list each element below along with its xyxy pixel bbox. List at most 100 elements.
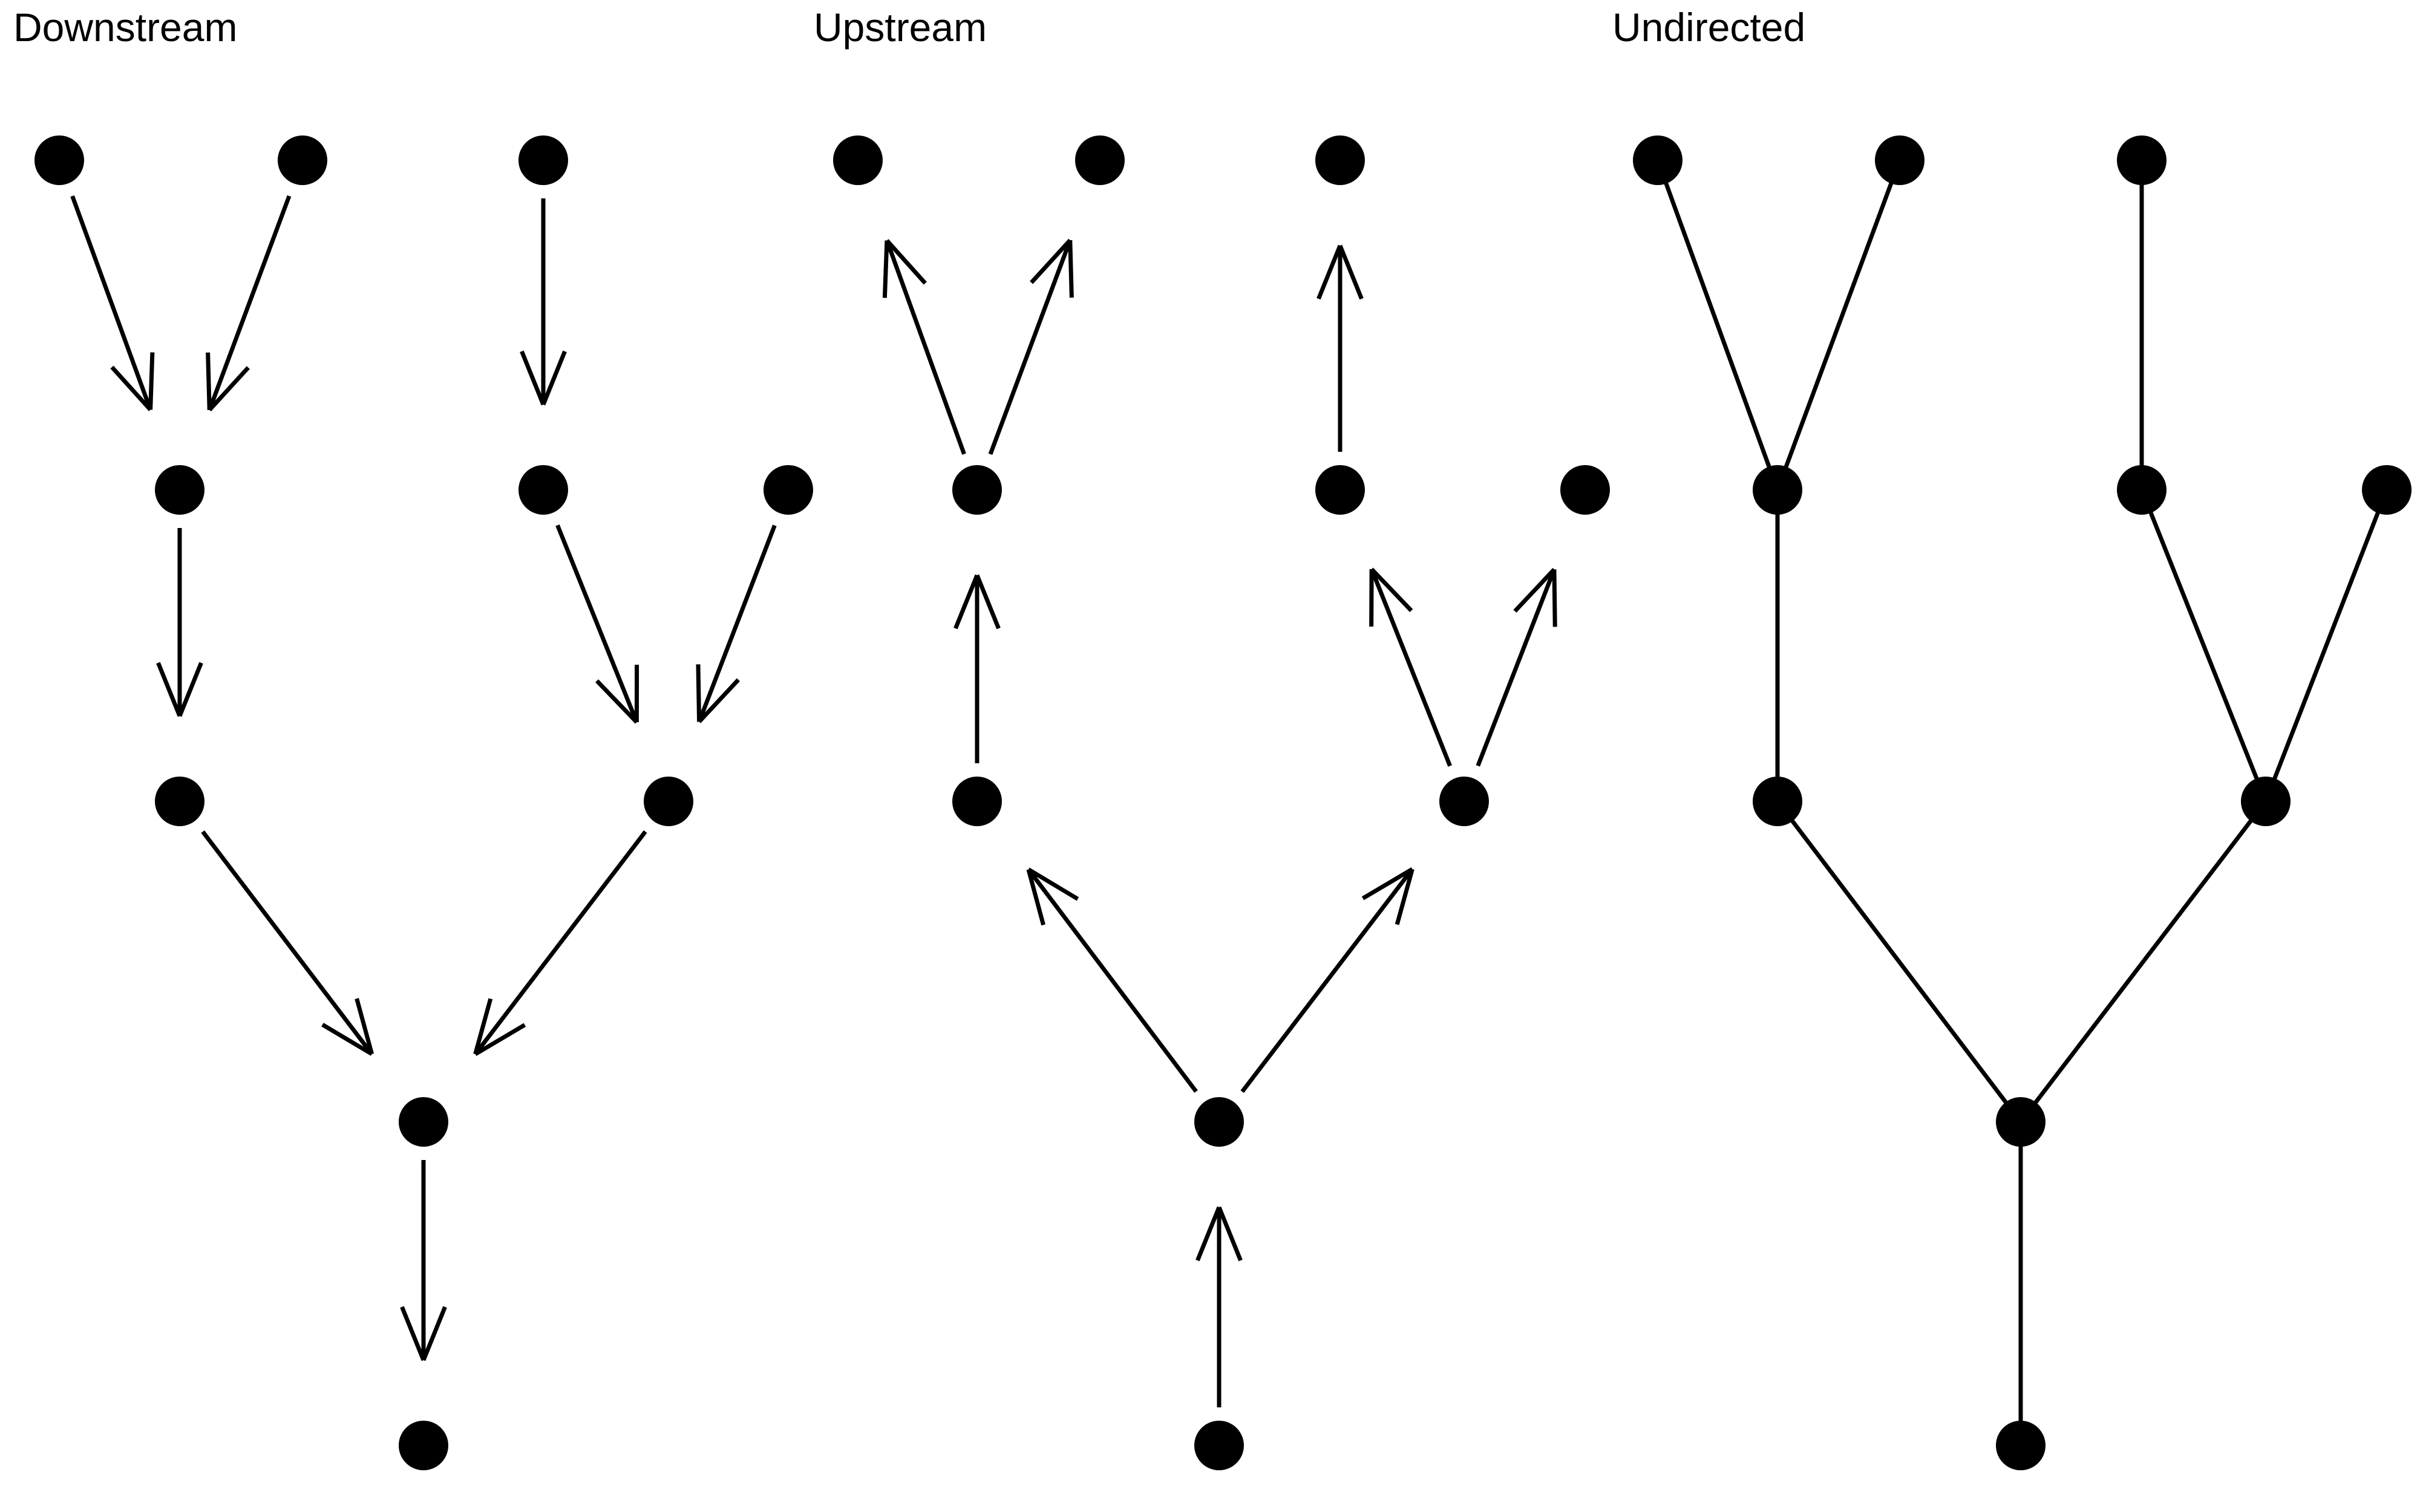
graph-node[interactable] [2117,135,2167,185]
arrow-head-barb-right [1513,568,1556,613]
arrow-head-barb-left [1370,567,1413,613]
graph-edge-arrow [882,239,966,455]
graph-edge-arrow [988,238,1074,455]
graph-edge-line [1663,180,1772,470]
graph-edge-arrow [473,830,647,1056]
graph-edge-line [1783,180,1894,470]
node-layer [34,135,2412,1470]
arrow-head-barb-left [696,664,702,722]
arrow-head-barb-right [474,1023,526,1056]
graph-edge-arrow [1476,568,1557,767]
edge-shaft [697,524,777,723]
edge-shaft [70,195,152,411]
arrow-head-barb-right [208,366,250,412]
arrow-head-barb-right [953,574,979,630]
edge-shaft [1027,868,1198,1093]
edge-shaft [988,239,1073,455]
graph-node[interactable] [952,777,1002,826]
graph-edge-arrow [1240,867,1414,1093]
edge-shaft [555,524,639,723]
edge-shaft [1783,180,1894,470]
graph-edge-line [1789,818,2009,1106]
arrow-head-barb-right [421,1306,447,1361]
graph-node[interactable] [1315,135,1365,185]
edge-shaft [1369,568,1452,767]
graph-node[interactable] [1194,1097,1244,1147]
graph-node[interactable] [952,465,1002,515]
arrow-head-barb-left [1027,867,1079,901]
graph-node[interactable] [1315,465,1365,515]
graph-edge-arrow [156,528,203,717]
graph-edge-line [2272,510,2381,781]
arrow-head-barb-right [1361,867,1414,901]
edge-shaft [1476,569,1557,767]
graph-edge-arrow [520,198,567,406]
arrow-head-barb-right [355,998,374,1055]
graph-node[interactable] [1439,777,1489,826]
graph-node[interactable] [2241,777,2291,826]
arrow-head-barb-left [473,998,493,1055]
graph-node[interactable] [155,777,204,826]
graph-edge-arrow [555,524,639,724]
arrow-head-barb-right [1316,244,1342,300]
edge-shaft [207,195,292,411]
graph-node[interactable] [1194,1421,1244,1470]
arrow-head-barb-right [177,662,203,717]
graph-node[interactable] [764,465,813,515]
graph-node[interactable] [1633,135,1683,185]
graph-node[interactable] [1996,1097,2046,1147]
arrow-head-barb-left [885,239,927,285]
arrow-head-barb-right [1195,1206,1221,1262]
graph-node[interactable] [278,135,327,185]
arrow-head-barb-left [1552,569,1557,627]
arrow-head-barb-left [1217,1206,1243,1262]
panel-label-upstream: Upstream [814,5,987,50]
graph-edge-arrow [1316,244,1364,452]
arrow-head-barb-left [1338,244,1364,300]
graph-edge-arrow [70,195,155,411]
edge-shaft [885,240,966,455]
edge-shaft [473,830,647,1056]
arrow-head-barb-left [1068,240,1074,298]
graph-node[interactable] [1560,465,1610,515]
edge-shaft [2148,510,2260,781]
graph-node[interactable] [1996,1421,2046,1470]
panel-label-downstream: Downstream [13,5,238,50]
arrow-head-barb-right [1026,868,1045,926]
graph-edge-line [2148,510,2260,781]
graph-node[interactable] [833,135,883,185]
graph-node[interactable] [34,135,84,185]
arrow-head-barb-left [110,365,152,411]
graph-node[interactable] [2117,465,2167,515]
graph-edge-arrow [696,524,777,723]
graph-edge-arrow [953,574,1001,763]
edge-shaft [1789,818,2009,1106]
arrow-head-barb-right [541,350,567,406]
graph-node[interactable] [644,777,693,826]
edge-shaft [2032,818,2254,1106]
arrow-head-barb-left [156,662,182,717]
graph-edge-line [2032,818,2254,1106]
graph-node[interactable] [399,1421,448,1470]
graph-node[interactable] [518,465,568,515]
graph-node[interactable] [155,465,204,515]
arrow-head-barb-left [1395,868,1414,925]
graph-edge-arrow [1369,567,1452,767]
arrow-head-barb-left [321,1023,373,1056]
arrow-head-barb-left [206,352,212,410]
edge-shaft [1240,867,1414,1093]
graph-node[interactable] [399,1097,448,1147]
graph-node[interactable] [1753,465,1802,515]
graph-node[interactable] [518,135,568,185]
graph-node[interactable] [1753,777,1802,826]
graph-node[interactable] [1875,135,1925,185]
edge-shaft [2272,510,2381,781]
arrow-head-barb-right [148,352,155,410]
edge-shaft [201,830,374,1055]
arrow-head-barb-right [882,240,889,298]
graph-node[interactable] [2362,465,2412,515]
arrow-head-barb-right [1030,238,1072,284]
graph-node[interactable] [1075,135,1125,185]
